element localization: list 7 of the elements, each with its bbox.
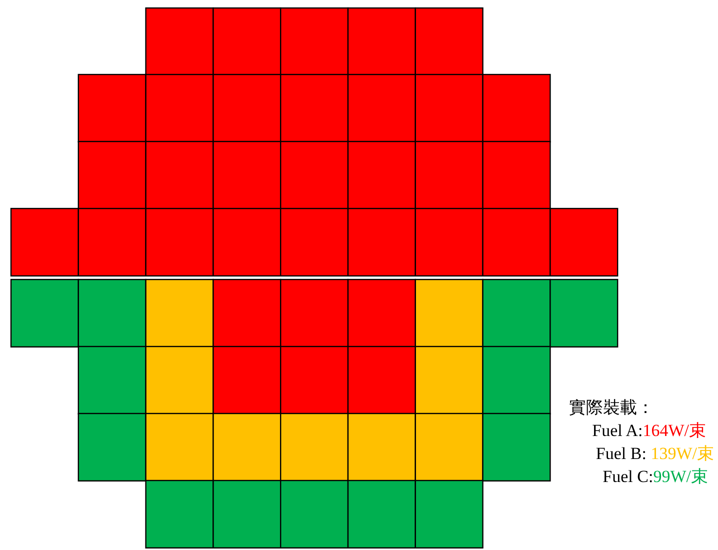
power-value: 99W/束 [653,467,708,486]
legend-heading: 實際裝載： [569,398,654,418]
power-value: 164W/束 [642,421,706,440]
fuel-type-label: Fuel C: [602,467,654,486]
power-value: 139W/束 [650,444,714,463]
fuel-type-label: Fuel B: [596,444,646,463]
fuel-type-label: Fuel A: [592,421,643,440]
